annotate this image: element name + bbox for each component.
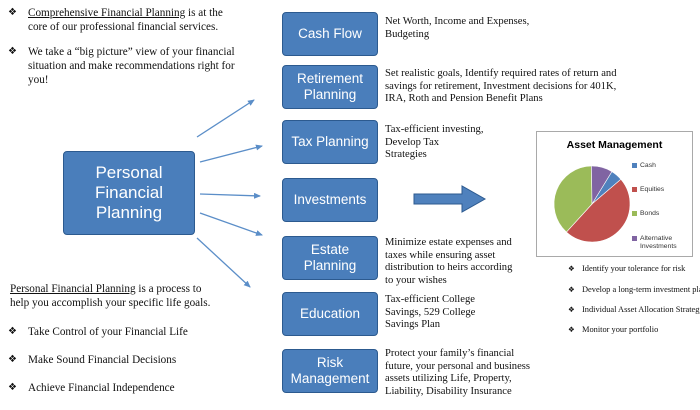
asset-bullet: ❖ Identify your tolerance for risk	[568, 264, 686, 273]
intro-bullet-1: ❖ Comprehensive Financial Planning is at…	[8, 7, 223, 33]
diamond-bullet-icon: ❖	[8, 46, 17, 57]
chart-title: Asset Management	[566, 139, 663, 151]
tax-planning-description: Tax-efficient investing, Develop Tax Str…	[385, 124, 484, 160]
diamond-bullet-icon: ❖	[568, 264, 575, 273]
asset-pie	[553, 165, 631, 243]
asset-management-chart: Asset Management Cash Equities Bonds Alt…	[536, 131, 693, 257]
investments-to-asset-arrow	[413, 185, 487, 213]
asset-bullet: ❖ Monitor your portfolio	[568, 325, 659, 334]
education-box: Education	[282, 292, 378, 336]
goal-bullet: ❖ Make Sound Financial Decisions	[8, 354, 177, 366]
retirement-description: Set realistic goals, Identify required r…	[385, 68, 617, 104]
tax-planning-box: Tax Planning	[282, 120, 378, 164]
goal-bullet: ❖ Take Control of your Financial Life	[8, 326, 188, 338]
legend-swatch	[632, 163, 637, 168]
legend-swatch	[632, 236, 637, 241]
arrow-estate	[199, 212, 263, 236]
arrow-investments	[199, 192, 261, 199]
goal-bullet: ❖ Achieve Financial Independence	[8, 382, 175, 394]
arrow-education	[196, 237, 251, 288]
intro-bullet-2: ❖ We take a “big picture” view of your f…	[8, 46, 235, 86]
diamond-bullet-icon: ❖	[568, 325, 575, 334]
cash-flow-box: Cash Flow	[282, 12, 378, 56]
diamond-bullet-icon: ❖	[8, 354, 17, 365]
definition-text: Personal Financial Planning is a process…	[10, 283, 211, 309]
pie-slice-bonds	[553, 165, 593, 233]
diamond-bullet-icon: ❖	[568, 285, 575, 294]
legend-swatch	[632, 211, 637, 216]
education-description: Tax-efficient College Savings, 529 Colle…	[385, 294, 476, 330]
diamond-bullet-icon: ❖	[8, 382, 17, 393]
pie-slice-equities	[565, 178, 631, 243]
arrow-tax	[199, 144, 263, 163]
cash-flow-description: Net Worth, Income and Expenses, Budgetin…	[385, 16, 530, 40]
diamond-bullet-icon: ❖	[8, 7, 17, 18]
diamond-bullet-icon: ❖	[8, 326, 17, 337]
arrow-retirement	[196, 99, 255, 138]
investments-box: Investments	[282, 178, 378, 222]
estate-planning-description: Minimize estate expenses and taxes while…	[385, 237, 513, 286]
asset-bullet: ❖ Individual Asset Allocation Strategy	[568, 305, 700, 314]
pie-slice-alternative-investments	[591, 165, 613, 206]
diamond-bullet-icon: ❖	[568, 305, 575, 314]
risk-management-description: Protect your family’s financial future, …	[385, 348, 531, 397]
asset-bullet: ❖ Develop a long-term investment plan	[568, 285, 700, 294]
legend-swatch	[632, 187, 637, 192]
personal-financial-planning-box: Personal Financial Planning	[63, 151, 195, 235]
